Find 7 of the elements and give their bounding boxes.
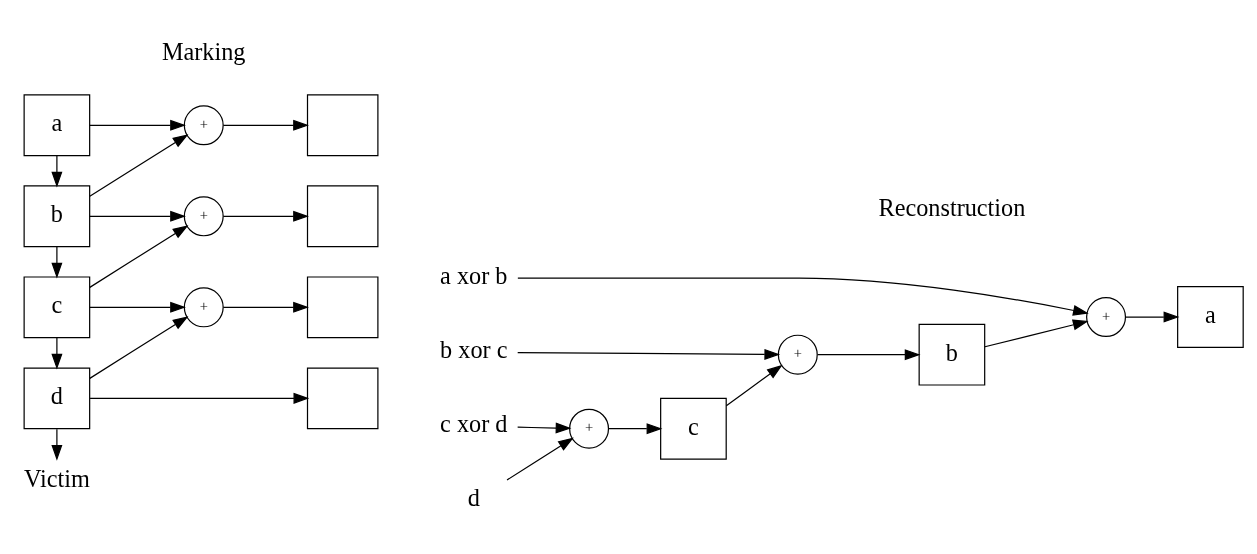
- label: Marking: [161, 37, 246, 65]
- label: Reconstruction: [878, 194, 1026, 222]
- node-text: d: [467, 484, 480, 512]
- node-text: b xor c: [440, 336, 508, 364]
- node-text: Victim: [23, 464, 90, 492]
- node-text: a xor b: [440, 262, 508, 290]
- node-text: c xor d: [440, 410, 508, 438]
